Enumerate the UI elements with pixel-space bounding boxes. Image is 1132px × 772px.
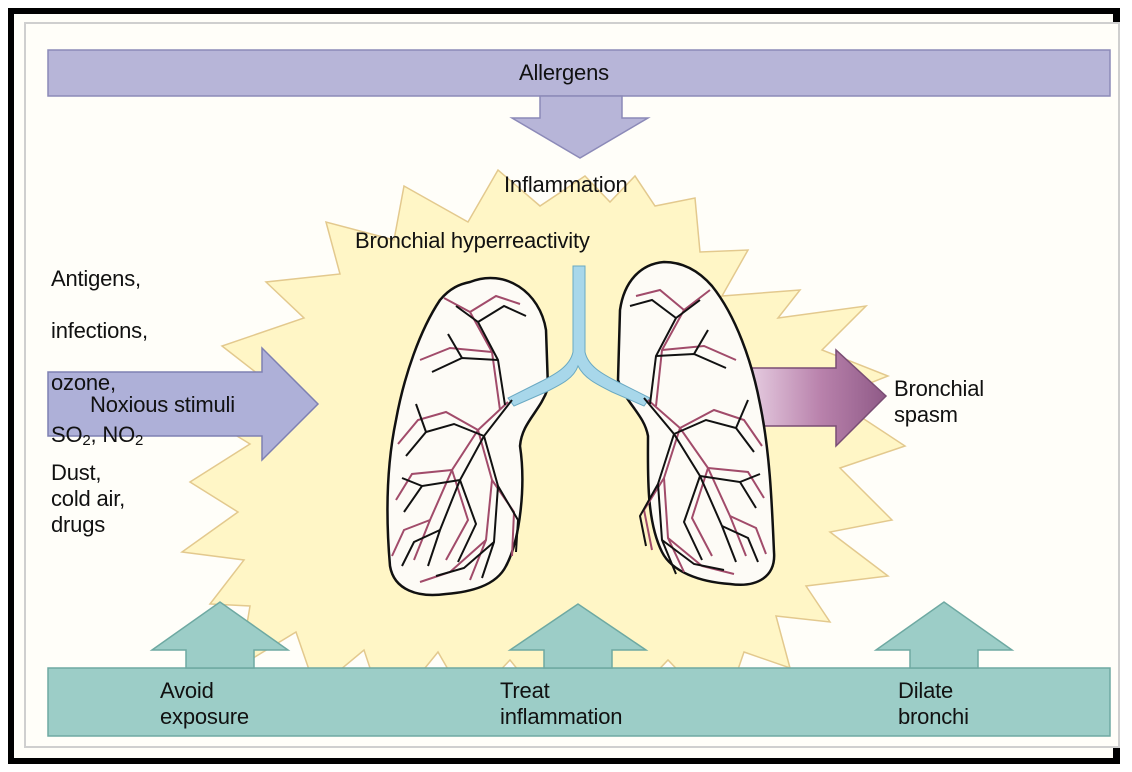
so2-subscript: 2	[82, 432, 90, 449]
antigens-label: Antigens, infections, ozone, SO2, NO2	[51, 240, 148, 480]
inflammation-label: Inflammation	[504, 172, 628, 198]
noxious-stimuli-label: Noxious stimuli	[90, 392, 235, 418]
so2-separator: ,	[91, 422, 103, 447]
no2-prefix: NO	[102, 422, 135, 447]
dilate-bronchi-label: Dilate bronchi	[898, 678, 969, 730]
allergens-label: Allergens	[519, 60, 609, 86]
hyperreactivity-label: Bronchial hyperreactivity	[355, 228, 590, 254]
antigens-line: Antigens,	[51, 266, 148, 292]
no2-subscript: 2	[135, 432, 143, 449]
treat-inflammation-label: Treat inflammation	[500, 678, 622, 730]
bronchial-spasm-label: Bronchial spasm	[894, 376, 984, 428]
avoid-exposure-label: Avoid exposure	[160, 678, 249, 730]
dust-label: Dust, cold air, drugs	[51, 460, 125, 538]
dilate-up-arrow	[876, 602, 1012, 668]
so2-prefix: SO	[51, 422, 82, 447]
infections-line: infections,	[51, 318, 148, 344]
allergens-down-arrow	[512, 96, 648, 158]
so2-no2-line: SO2, NO2	[51, 422, 148, 454]
